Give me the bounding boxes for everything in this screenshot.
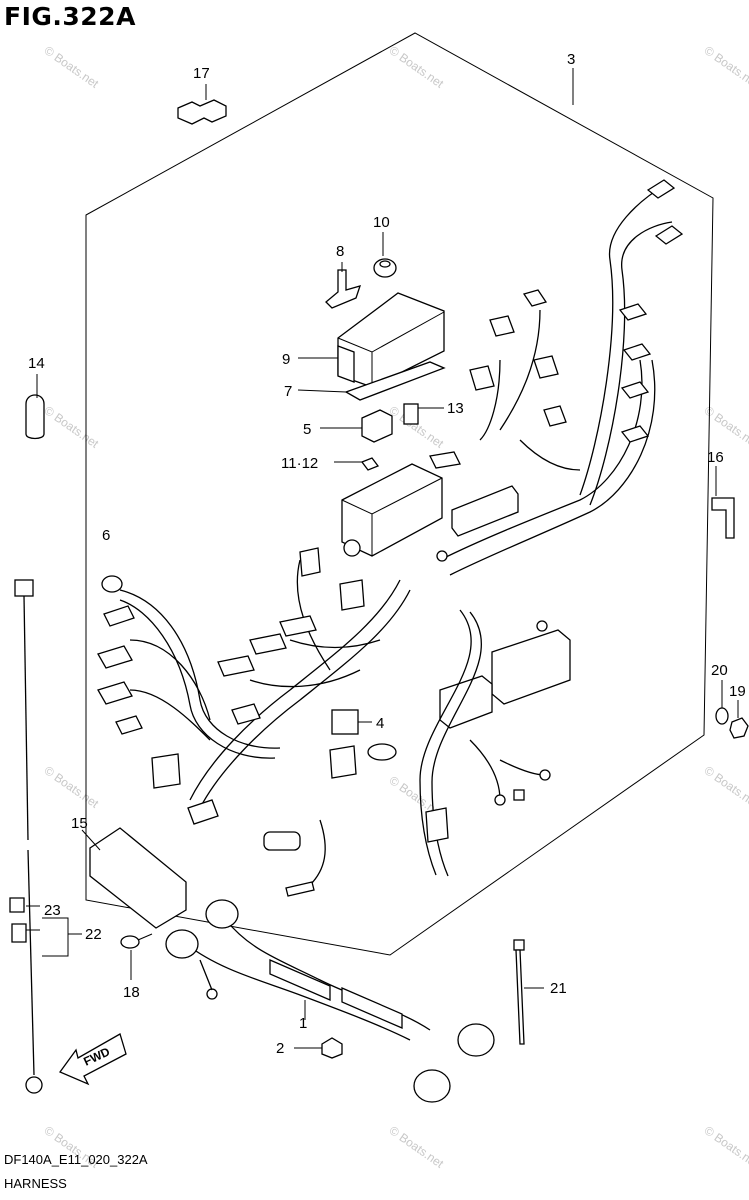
part-18-screw <box>120 933 153 980</box>
callout-9: 9 <box>282 351 290 368</box>
callout-17: 17 <box>193 65 210 82</box>
callout-14: 14 <box>28 355 45 372</box>
part-4-relay <box>331 709 397 761</box>
part-19-nut <box>729 700 749 739</box>
assembly-outline <box>85 32 714 956</box>
callout-16: 16 <box>707 449 724 466</box>
multi-pin-connector <box>451 485 519 537</box>
ecu-connector-large <box>491 629 571 705</box>
callout-18: 18 <box>123 984 140 1001</box>
figure-title: FIG.322A <box>4 2 136 31</box>
figure-name: HARNESS <box>4 1176 67 1191</box>
part-14-cap <box>25 374 45 440</box>
callout-11-12: 11·12 <box>281 455 318 472</box>
callout-6: 6 <box>102 527 110 544</box>
callout-8: 8 <box>336 243 344 260</box>
callout-7: 7 <box>284 383 292 400</box>
part-9-fusebox-cover <box>298 292 445 388</box>
part-16-bracket <box>711 466 735 539</box>
part-1-sub-harness <box>165 899 495 1103</box>
callout-22: 22 <box>85 926 102 943</box>
part-7-seal <box>297 361 446 401</box>
figure-code: DF140A_E11_020_322A <box>4 1152 148 1167</box>
connector-plugs-left <box>97 547 449 897</box>
callout-3: 3 <box>567 51 575 68</box>
part-22-cable <box>14 579 43 1094</box>
callout-21: 21 <box>550 980 567 997</box>
fuse-block <box>341 463 443 557</box>
ring-terminals <box>436 550 551 806</box>
part-21-cable-tie <box>513 939 544 1045</box>
fwd-arrow <box>58 1033 127 1086</box>
callout-20: 20 <box>711 662 728 679</box>
part-17-clip <box>177 84 227 125</box>
part-5-relay <box>320 409 393 443</box>
ecu-connector-small <box>439 675 493 729</box>
callout-1: 1 <box>299 1015 307 1032</box>
part-2-nut <box>294 1037 343 1059</box>
harness-wires <box>119 184 673 886</box>
part-23-fuse-holders <box>9 897 82 957</box>
part-8-bracket <box>325 262 362 309</box>
callout-4: 4 <box>376 715 384 732</box>
connector-plugs-right <box>429 179 684 469</box>
part-15-bracket <box>81 827 187 929</box>
callout-2: 2 <box>276 1040 284 1057</box>
callout-19: 19 <box>729 683 746 700</box>
callout-13: 13 <box>447 400 464 417</box>
part-11-12-fuse <box>334 457 380 471</box>
part-13-fuse <box>403 403 444 425</box>
part-10-grommet <box>373 232 397 278</box>
callout-23: 23 <box>44 902 61 919</box>
callout-5: 5 <box>303 421 311 438</box>
callout-10: 10 <box>373 214 390 231</box>
part-20-washer <box>715 680 729 725</box>
callout-15: 15 <box>71 815 88 832</box>
